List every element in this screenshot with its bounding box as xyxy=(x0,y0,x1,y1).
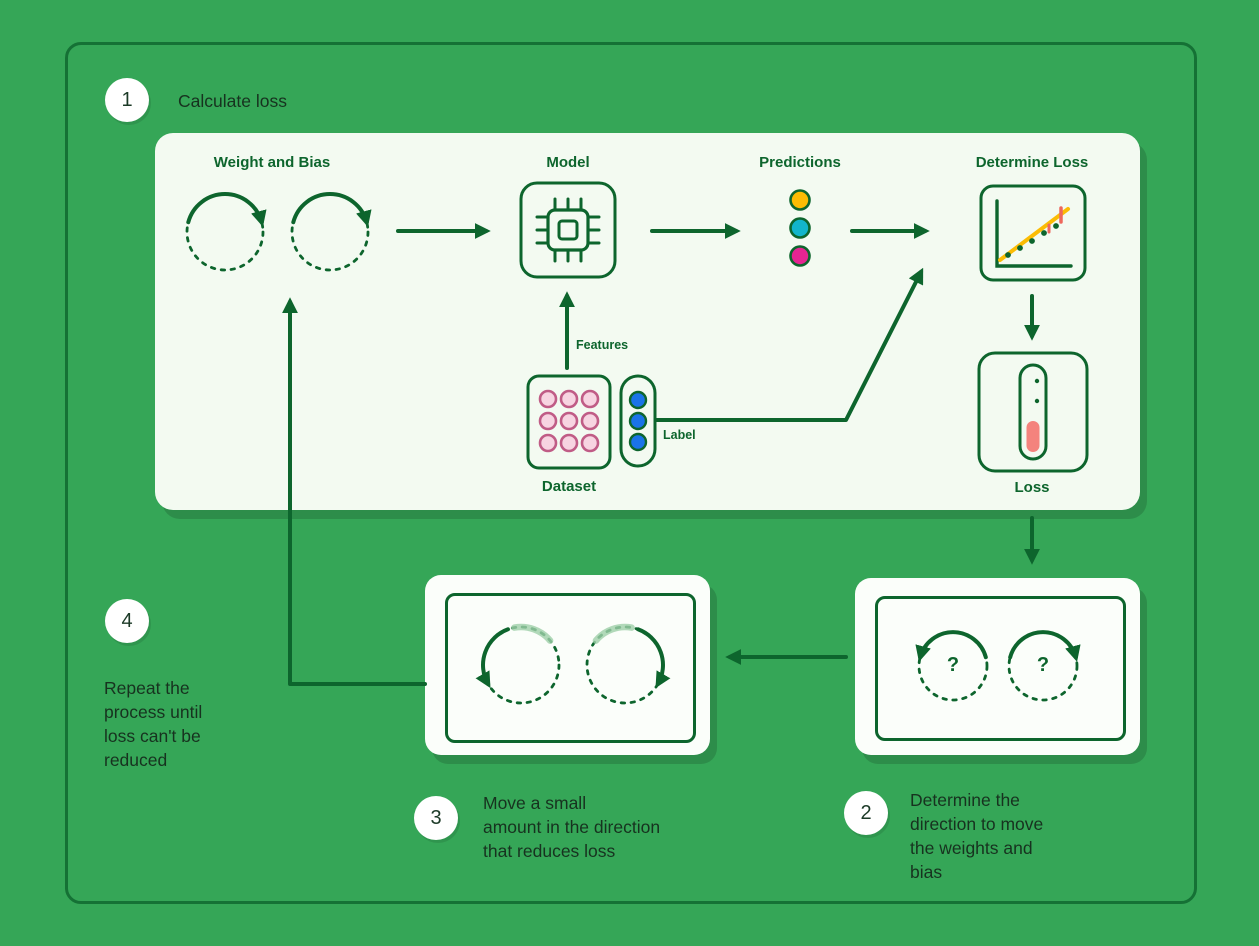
determine-direction-panel: ? ? xyxy=(855,578,1140,755)
prediction-dot-teal xyxy=(789,217,811,239)
move-small-amount-panel xyxy=(425,575,710,755)
prediction-dot-yellow xyxy=(789,189,811,211)
model-label: Model xyxy=(546,154,590,171)
diagram-border xyxy=(65,42,1197,904)
step-1-badge: 1 xyxy=(105,78,149,122)
step-2-caption: Determine the direction to move the weig… xyxy=(910,790,1044,883)
question-mark-right: ? xyxy=(1036,654,1050,677)
weight-and-bias-label: Weight and Bias xyxy=(213,154,331,171)
label-column-icon xyxy=(619,374,657,468)
prediction-dots-icon xyxy=(789,189,811,267)
question-mark-left: ? xyxy=(946,654,960,677)
loss-chart-icon xyxy=(979,184,1087,282)
weight-dial-icon xyxy=(185,192,267,272)
weight-adjust-left-icon xyxy=(475,623,561,705)
direction-unknown-right-icon xyxy=(1007,630,1081,702)
features-label: Features xyxy=(576,338,629,352)
bias-adjust-right-icon xyxy=(585,623,671,705)
step-3-caption: Move a small amount in the direction tha… xyxy=(483,793,661,862)
step-1-caption: Calculate loss xyxy=(178,91,287,111)
move-panel-frame xyxy=(445,593,696,743)
loss-label: Loss xyxy=(1014,479,1050,496)
label-label: Label xyxy=(663,428,696,442)
dataset-label: Dataset xyxy=(541,478,597,495)
step-4-caption: Repeat the process until loss can't be r… xyxy=(104,678,203,771)
dataset-grid-icon xyxy=(526,374,612,470)
determine-loss-label: Determine Loss xyxy=(975,154,1089,171)
step-2-badge: 2 xyxy=(844,791,888,835)
model-chip-icon xyxy=(519,181,617,279)
loss-thermometer-icon xyxy=(977,351,1089,473)
predictions-label: Predictions xyxy=(759,154,841,171)
step-3-badge: 3 xyxy=(414,796,458,840)
direction-unknown-left-icon xyxy=(915,630,989,702)
step-4-badge: 4 xyxy=(105,599,149,643)
prediction-dot-magenta xyxy=(789,245,811,267)
bias-dial-icon xyxy=(290,192,372,272)
direction-panel-frame xyxy=(875,596,1126,741)
